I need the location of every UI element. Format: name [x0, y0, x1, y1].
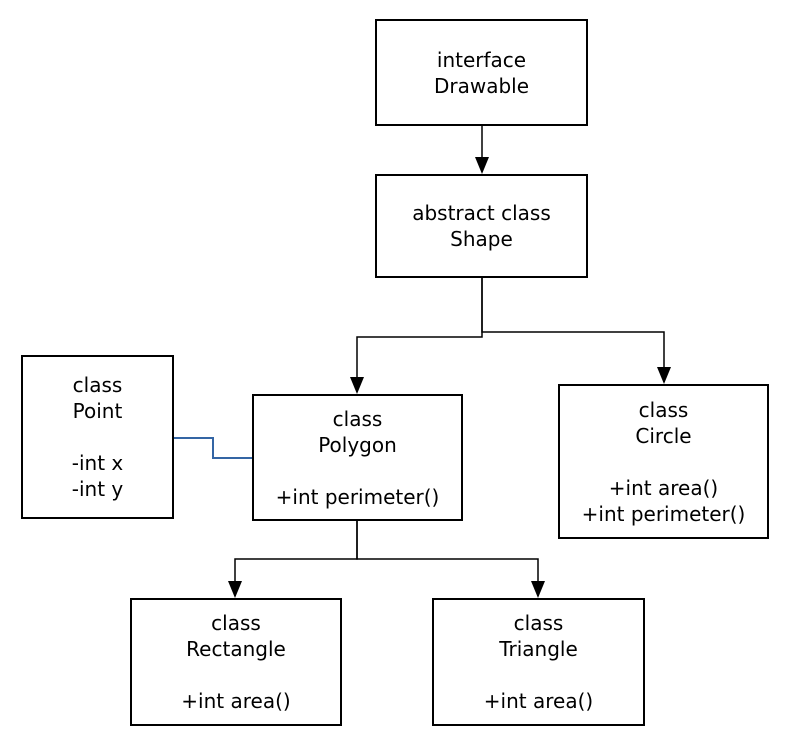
- arrowhead-down-icon: [228, 581, 242, 598]
- node-class-name: Drawable: [433, 73, 530, 98]
- arrowhead-down-icon: [657, 367, 671, 384]
- node-class-name: Triangle: [499, 637, 578, 661]
- node-interface-drawable: interface Drawable: [375, 19, 588, 126]
- node-class-polygon: class Polygon +int perimeter(): [252, 394, 463, 521]
- connector-shape-to-circle: [481, 278, 665, 382]
- node-class-point: class Point -int x -int y: [21, 355, 174, 519]
- node-abstract-class-shape: abstract class Shape: [375, 174, 588, 278]
- node-class-name: Rectangle: [186, 637, 286, 661]
- node-class-name: Point: [72, 399, 123, 423]
- node-class-rectangle: class Rectangle +int area(): [130, 598, 342, 726]
- node-class-circle: class Circle +int area() +int perimeter(…: [558, 384, 769, 539]
- node-method: +int area(): [483, 689, 594, 713]
- association-point-to-polygon: [174, 437, 252, 459]
- node-class-name: Shape: [450, 227, 513, 251]
- node-stereotype: class: [72, 373, 123, 397]
- node-field: -int x: [71, 451, 124, 475]
- arrowhead-down-icon: [475, 157, 489, 174]
- node-stereotype: interface: [436, 47, 527, 72]
- node-stereotype: abstract class: [412, 201, 551, 225]
- node-field: -int y: [71, 477, 124, 501]
- node-stereotype: class: [332, 406, 383, 431]
- connector-shape-to-polygon: [356, 278, 483, 392]
- connector-polygon-to-triangle: [356, 521, 539, 596]
- node-class-name: Circle: [635, 423, 692, 448]
- node-stereotype: class: [638, 397, 689, 422]
- node-stereotype: class: [211, 611, 261, 635]
- node-method: +int area(): [181, 689, 291, 713]
- arrowhead-down-icon: [531, 581, 545, 598]
- node-method: +int perimeter(): [581, 501, 746, 526]
- connector-polygon-to-rectangle: [234, 521, 358, 596]
- node-method: +int perimeter(): [275, 484, 440, 509]
- node-method: +int area(): [608, 475, 719, 500]
- node-class-triangle: class Triangle +int area(): [432, 598, 645, 726]
- node-stereotype: class: [513, 611, 564, 635]
- arrowhead-down-icon: [350, 377, 364, 394]
- node-class-name: Polygon: [318, 432, 397, 457]
